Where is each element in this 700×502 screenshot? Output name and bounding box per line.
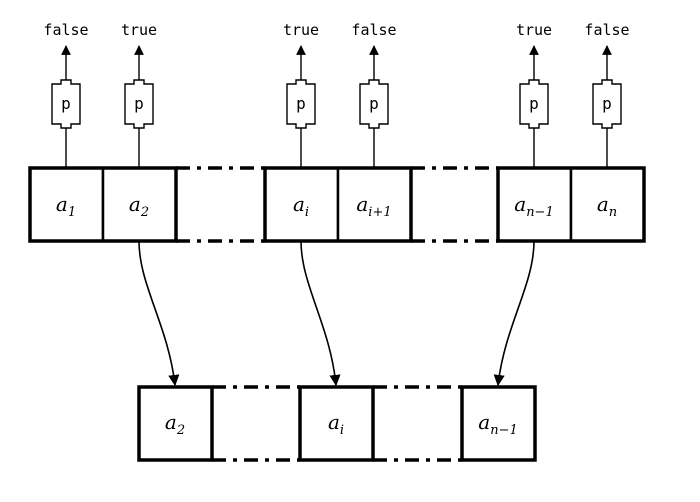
top-label-an1: an−1: [514, 192, 553, 220]
bottom-cell-ai: [298, 385, 375, 462]
predicate-column-2: p true: [121, 21, 157, 168]
predicate-box: [359, 79, 389, 129]
predicate-label: p: [296, 94, 306, 113]
bottom-cell-a2: [137, 385, 214, 462]
predicate-label: p: [529, 94, 539, 113]
predicate-box: [592, 79, 622, 129]
top-cell-an: [569, 166, 646, 243]
result-label-2: true: [121, 21, 157, 39]
top-array: a1 a2 ai ai+1 an−1 an: [28, 166, 646, 243]
predicate-label: p: [61, 94, 71, 113]
predicate-box: [519, 79, 549, 129]
top-label-a2: a2: [129, 192, 149, 220]
bottom-cell-an1: [460, 385, 537, 462]
predicate-label: p: [602, 94, 612, 113]
predicate-label: p: [134, 94, 144, 113]
top-label-ai: ai: [293, 192, 309, 220]
result-label-n1: true: [516, 21, 552, 39]
predicate-column-n1: p true: [516, 21, 552, 168]
copy-arrow-an1: [493, 240, 535, 387]
bottom-label-ai: ai: [328, 410, 344, 438]
predicate-column-n: p false: [584, 21, 630, 168]
result-label-n: false: [584, 21, 629, 39]
result-label-i: true: [283, 21, 319, 39]
copy-arrow-a2: [138, 240, 180, 387]
bottom-label-an1: an−1: [478, 410, 517, 438]
predicate-column-i1: p false: [351, 21, 397, 168]
predicate-box: [286, 79, 316, 129]
predicate-column-1: p false: [43, 21, 89, 168]
predicate-label: p: [369, 94, 379, 113]
top-label-a1: a1: [56, 192, 76, 220]
copy-arrow-ai: [300, 240, 341, 387]
top-label-an: an: [597, 192, 617, 220]
bottom-label-a2: a2: [165, 410, 185, 438]
result-label-1: false: [43, 21, 88, 39]
result-label-i1: false: [351, 21, 396, 39]
predicate-box: [51, 79, 81, 129]
bottom-array: a2 ai an−1: [137, 385, 537, 462]
predicate-column-i: p true: [283, 21, 319, 168]
predicate-box: [124, 79, 154, 129]
top-label-ai1: ai+1: [356, 192, 391, 220]
